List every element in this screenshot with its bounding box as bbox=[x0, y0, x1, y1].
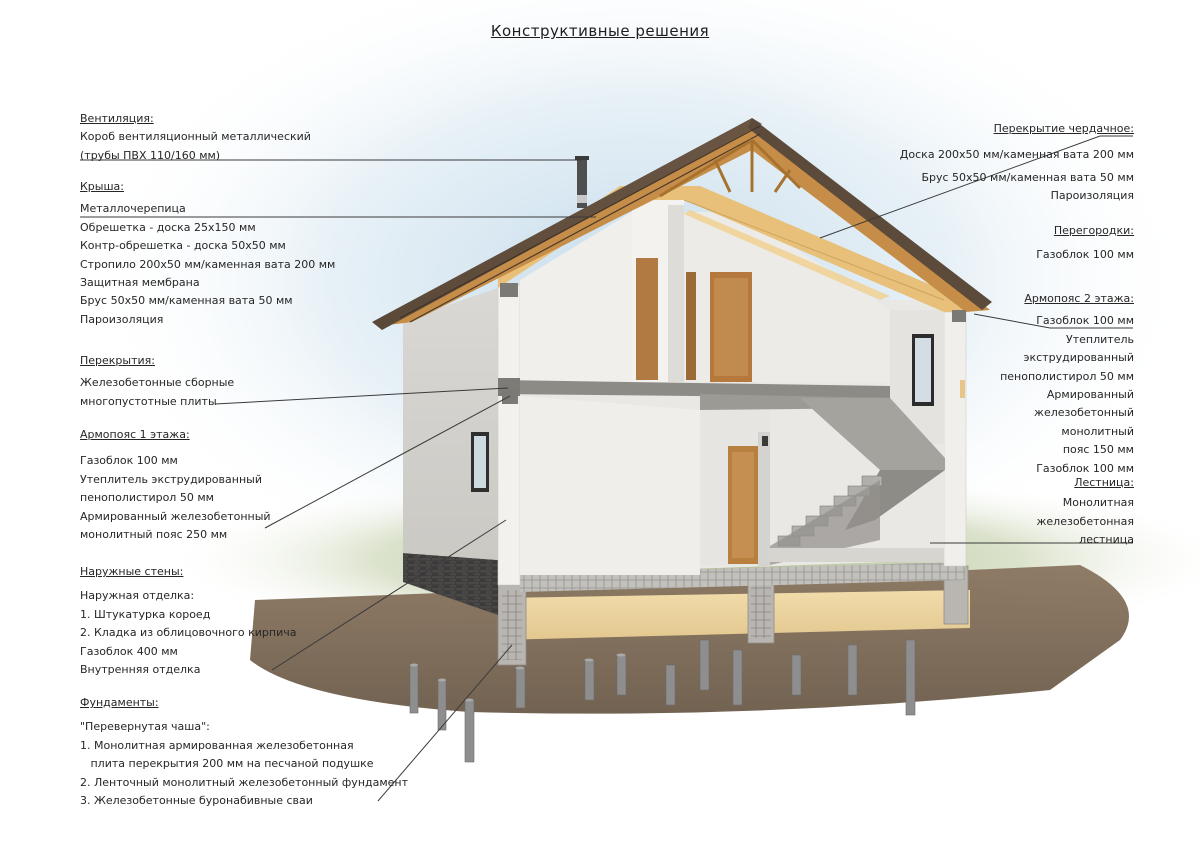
note-line: Стропило 200x50 мм/каменная вата 200 мм bbox=[80, 257, 336, 271]
note-line: Газоблок 100 мм bbox=[1036, 461, 1134, 475]
note-floors: Перекрытия: Железобетонные сборные много… bbox=[80, 352, 234, 411]
note-line: 1. Штукатурка короед bbox=[80, 607, 211, 621]
note-heading: Армопояс 2 этажа: bbox=[1024, 292, 1134, 305]
note-line: плита перекрытия 200 мм на песчаной поду… bbox=[80, 757, 374, 771]
note-heading: Перекрытие чердачное: bbox=[993, 122, 1134, 135]
note-line: Обрешетка - доска 25x150 мм bbox=[80, 220, 256, 234]
note-line: Металлочерепица bbox=[80, 202, 186, 216]
note-line: Короб вентиляционный металлический bbox=[80, 130, 311, 144]
note-line: Внутренняя отделка bbox=[80, 663, 201, 677]
note-line: Пароизоляция bbox=[1050, 189, 1134, 203]
note-line: железобетонная bbox=[1036, 514, 1135, 528]
note-line: Контр-обрешетка - доска 50x50 мм bbox=[80, 239, 286, 253]
note-heading: Лестница: bbox=[1074, 476, 1134, 489]
note-heading: Армопояс 1 этажа: bbox=[80, 428, 190, 441]
note-walls: Наружные стены: Наружная отделка: 1. Шту… bbox=[80, 563, 296, 679]
note-attic-floor: Перекрытие чердачное: Доска 200x50 мм/ка… bbox=[884, 120, 1134, 206]
note-partitions: Перегородки: Газоблок 100 мм bbox=[934, 222, 1134, 265]
note-line: Доска 200x50 мм/каменная вата 200 мм bbox=[899, 148, 1134, 162]
note-line: 3. Железобетонные буронабивные сваи bbox=[80, 794, 313, 808]
note-line: Брус 50x50 мм/каменная вата 50 мм bbox=[921, 170, 1134, 184]
note-line: монолитный пояс 250 мм bbox=[80, 528, 228, 542]
note-line: 1. Монолитная армированная железобетонна… bbox=[80, 738, 354, 752]
note-line: железобетонный bbox=[1034, 406, 1134, 420]
note-line: (трубы ПВХ 110/160 мм) bbox=[80, 148, 221, 162]
note-line: пенополистирол 50 мм bbox=[80, 491, 214, 505]
note-foundation: Фундаменты: "Перевернутая чаша": 1. Моно… bbox=[80, 694, 408, 810]
note-ventilation: Вентиляция: Короб вентиляционный металли… bbox=[80, 110, 311, 165]
page-title: Конструктивные решения bbox=[490, 22, 710, 40]
note-line: Защитная мембрана bbox=[80, 276, 200, 290]
note-line: Утеплитель bbox=[1066, 332, 1134, 346]
note-line: "Перевернутая чаша": bbox=[80, 720, 210, 734]
note-heading: Фундаменты: bbox=[80, 696, 159, 709]
leader-lines bbox=[80, 135, 1133, 802]
note-heading: Наружные стены: bbox=[80, 565, 184, 578]
note-belt-2: Армопояс 2 этажа: Газоблок 100 мм Утепли… bbox=[934, 290, 1134, 478]
note-line: лестница bbox=[1079, 533, 1134, 547]
note-line: многопустотные плиты bbox=[80, 394, 217, 408]
note-line: Монолитная bbox=[1062, 496, 1134, 510]
note-line: Наружная отделка: bbox=[80, 589, 195, 603]
note-stairs: Лестница: Монолитная железобетонная лест… bbox=[934, 474, 1135, 550]
note-line: Газоблок 100 мм bbox=[80, 454, 178, 468]
note-line: Газоблок 100 мм bbox=[1036, 248, 1134, 262]
note-line: пенополистирол 50 мм bbox=[1000, 369, 1134, 383]
note-line: Газоблок 100 мм bbox=[1036, 314, 1134, 328]
note-line: Железобетонные сборные bbox=[80, 376, 235, 390]
note-heading: Вентиляция: bbox=[80, 112, 154, 125]
note-line: Газоблок 400 мм bbox=[80, 644, 178, 658]
note-line: Брус 50x50 мм/каменная вата 50 мм bbox=[80, 294, 293, 308]
note-line: 2. Ленточный монолитный железобетонный ф… bbox=[80, 775, 409, 789]
note-line: 2. Кладка из облицовочного кирпича bbox=[80, 626, 297, 640]
note-line: Армированный железобетонный bbox=[80, 509, 271, 523]
note-roof: Крыша: Металлочерепица Обрешетка - доска… bbox=[80, 178, 335, 329]
note-line: экструдированный bbox=[1023, 351, 1134, 365]
note-line: Пароизоляция bbox=[80, 312, 164, 326]
note-heading: Перегородки: bbox=[1053, 224, 1134, 237]
note-line: Утеплитель экструдированный bbox=[80, 472, 262, 486]
note-line: монолитный bbox=[1061, 424, 1134, 438]
note-belt-1: Армопояс 1 этажа: Газоблок 100 мм Утепли… bbox=[80, 426, 271, 544]
note-heading: Крыша: bbox=[80, 180, 124, 193]
note-heading: Перекрытия: bbox=[80, 354, 155, 367]
note-line: пояс 150 мм bbox=[1062, 443, 1134, 457]
note-line: Армированный bbox=[1046, 388, 1134, 402]
